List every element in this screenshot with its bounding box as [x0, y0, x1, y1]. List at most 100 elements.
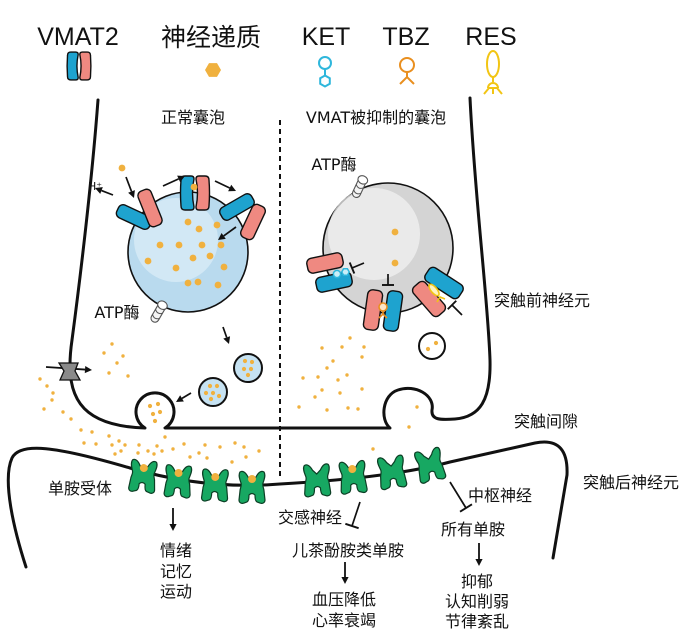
receptor-body: [200, 468, 229, 503]
bound-neurotransmitter-dot: [211, 473, 220, 482]
neurotransmitter-dot: [360, 387, 364, 391]
neurotransmitter-dot: [146, 449, 150, 453]
neurotransmitter-dot: [171, 447, 175, 451]
legend-vmat2-label: VMAT2: [37, 23, 119, 51]
neurotransmitter-dot: [415, 405, 419, 409]
neurotransmitter-dot: [121, 354, 125, 358]
receptor-body: [302, 463, 332, 498]
postsynaptic-neuron-label: 突触后神经元: [583, 473, 679, 492]
neurotransmitter-dot: [218, 445, 222, 449]
bound-neurotransmitter-dot: [174, 469, 183, 478]
vmat2-blue-subunit: [219, 193, 255, 221]
diagram-shapes: [38, 164, 483, 584]
res-ring-icon: [428, 283, 440, 297]
vesicle-fusion-arrow: [176, 392, 192, 402]
neurotransmitter-dot: [230, 460, 234, 464]
neurotransmitter-dot: [206, 252, 214, 260]
ket-hexagon-icon: [340, 267, 351, 277]
neurotransmitter-dot: [90, 430, 94, 434]
plasma-membrane-transporter-icon: [57, 362, 82, 381]
arrow-head: [341, 577, 349, 584]
neurotransmitter-dot: [313, 395, 317, 399]
inhibition-bar: [447, 300, 457, 310]
neurotransmitter-dot: [155, 444, 159, 448]
neurotransmitter-dot: [245, 372, 251, 378]
neurotransmitter-dot: [391, 228, 399, 236]
arrow-head: [95, 187, 103, 194]
vmat2-blue-subunit: [315, 271, 353, 293]
vmat2-pink-subunit: [137, 188, 163, 228]
inhibited-vesicle: [322, 182, 454, 314]
normal-vesicle-title: 正常囊泡: [161, 108, 225, 127]
neurotransmitter-dot: [172, 264, 180, 272]
proton-efflux-arrow: [95, 187, 114, 196]
central-effect-item: 节律紊乱: [445, 612, 509, 631]
neurotransmitter-dot: [198, 241, 206, 249]
arrow-head: [169, 524, 177, 531]
neurotransmitter-dot: [184, 279, 192, 287]
neurotransmitter-dot: [51, 391, 55, 395]
monoamine-receptor: [238, 470, 266, 504]
ket-molecule-icon: [318, 56, 332, 88]
neurotransmitter-dot: [184, 218, 192, 226]
neurotransmitter-dot: [189, 254, 197, 262]
ket-ring-icon: [318, 56, 332, 70]
uptake-arrow: [125, 176, 135, 198]
atpase-icon: [351, 175, 369, 198]
neurotransmitter-dot: [61, 410, 65, 414]
vmat2-icon-pair: [66, 51, 92, 81]
neurotransmitter-dot: [144, 257, 152, 265]
receptor-body: [163, 464, 193, 499]
neurotransmitter-dot: [42, 407, 46, 411]
arrow-shaft: [125, 176, 133, 192]
inhibited-vesicle-transporters: [306, 252, 464, 332]
small-vesicle-a: [233, 353, 263, 383]
neurotransmitter-dot: [220, 263, 228, 271]
neurotransmitter-dot: [338, 391, 342, 395]
neurotransmitter-dot: [155, 401, 161, 407]
legend-ket-label: KET: [302, 23, 351, 51]
bound-neurotransmitter-dot: [248, 475, 256, 483]
neurotransmitter-dot: [331, 359, 335, 363]
sympathetic-effect-item: 血压降低: [312, 590, 376, 609]
arrow-head: [223, 336, 231, 344]
neurotransmitter-dot: [242, 358, 248, 364]
neurotransmitter-dot: [320, 388, 324, 392]
monoamine-receptor: [302, 463, 332, 498]
res-molecule-icon: [483, 50, 503, 95]
neurotransmitter-dot: [79, 428, 83, 432]
central-effects-arrow: [475, 543, 483, 566]
monoamine-receptor: [163, 464, 193, 499]
vmat2-blue-subunit: [66, 51, 79, 81]
neurotransmitter-dot: [102, 351, 106, 355]
neurotransmitter-dot: [433, 340, 439, 346]
receptor-body: [238, 470, 266, 504]
tbz-ring-icon: [399, 57, 415, 73]
legend-tbz-label: TBZ: [382, 23, 429, 51]
sympathetic-effect-item: 心率衰竭: [312, 611, 376, 630]
empty-vesicle: [418, 332, 446, 360]
legend-res-label: RES: [465, 23, 516, 51]
atpase-head: [357, 175, 369, 185]
vmat2-blue-subunit: [424, 266, 464, 300]
arrow-head: [218, 232, 226, 240]
neurotransmitter-dot: [348, 336, 352, 340]
inhibition-stem: [451, 304, 463, 316]
neurotransmitter-dot: [301, 376, 305, 380]
ket-inhibition-mark: [348, 262, 365, 274]
neurotransmitter-dot: [197, 451, 201, 455]
neurotransmitter-dot: [152, 418, 158, 424]
neurotransmitter-dot: [248, 366, 254, 372]
neurotransmitter-dot: [123, 443, 127, 447]
neurotransmitter-dot: [115, 361, 119, 365]
tbz-bound-drug-icon: [378, 302, 388, 319]
neurotransmitter-dot: [126, 374, 130, 378]
neurotransmitter-dot: [107, 434, 111, 438]
neurotransmitter-dot: [208, 396, 214, 402]
monoamine-receptor: [200, 468, 229, 503]
neurotransmitter-dot: [244, 455, 248, 459]
neurotransmitter-dot: [360, 355, 364, 359]
neurotransmitter-dot: [316, 375, 320, 379]
inhibition-bar: [345, 522, 359, 530]
neurotransmitter-dot: [320, 346, 324, 350]
